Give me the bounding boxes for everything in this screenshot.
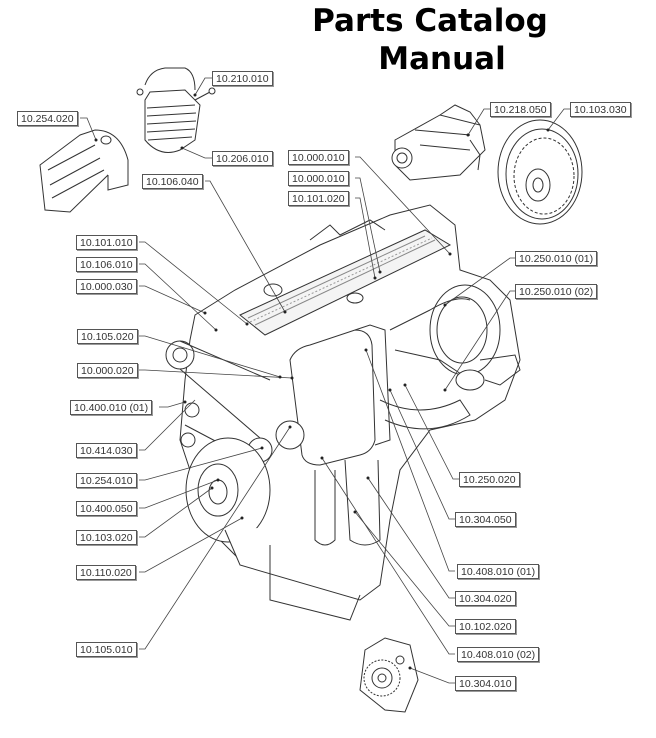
callout-10000010-a[interactable]: 10.000.010	[288, 150, 349, 165]
callout-10101020[interactable]: 10.101.020	[288, 191, 349, 206]
callout-10414030[interactable]: 10.414.030	[76, 443, 137, 458]
leader-10103020	[139, 487, 213, 538]
water-pump-part	[359, 637, 419, 713]
leader-10408010-02	[321, 457, 455, 655]
callout-10304050[interactable]: 10.304.050	[455, 512, 516, 527]
leader-10103030	[547, 108, 570, 131]
leader-10206010	[181, 147, 212, 159]
callout-10105010[interactable]: 10.105.010	[76, 642, 137, 657]
callout-10304020[interactable]: 10.304.020	[455, 591, 516, 606]
callout-10304010[interactable]: 10.304.010	[455, 676, 516, 691]
leader-10105020	[139, 335, 281, 378]
leader-10304050	[389, 389, 455, 520]
callout-10000020[interactable]: 10.000.020	[77, 363, 138, 378]
callout-10206010[interactable]: 10.206.010	[212, 151, 273, 166]
leader-10408010-01	[365, 349, 455, 572]
callout-10000010-b[interactable]: 10.000.010	[288, 171, 349, 186]
leader-10000010b	[355, 177, 381, 273]
leader-10254010	[139, 447, 263, 481]
leader-10250010-01	[444, 257, 515, 306]
callout-10102020[interactable]: 10.102.020	[455, 619, 516, 634]
leader-10254020	[80, 117, 97, 141]
fuel-injection-pump-part	[391, 104, 486, 181]
leader-10106040	[205, 180, 286, 313]
leader-10106010	[139, 263, 217, 331]
oil-filter-cooler-part	[136, 67, 216, 153]
flywheel-part	[497, 119, 583, 225]
callout-10110020[interactable]: 10.110.020	[76, 565, 136, 580]
callout-10400010-01[interactable]: 10.400.010 (01)	[70, 400, 153, 415]
leader-10101010	[139, 241, 248, 325]
leader-10400010-01	[159, 401, 186, 408]
callout-10250010-01[interactable]: 10.250.010 (01)	[515, 251, 598, 266]
callout-10000030[interactable]: 10.000.030	[76, 279, 137, 294]
leader-lines	[80, 77, 570, 684]
callout-10106010[interactable]: 10.106.010	[76, 257, 137, 272]
leader-10110020	[139, 517, 243, 573]
air-filter-housing-part	[39, 129, 129, 213]
callout-10103030[interactable]: 10.103.030	[570, 102, 631, 117]
callout-10400050[interactable]: 10.400.050	[76, 501, 137, 516]
leader-10102020	[354, 511, 455, 627]
leader-10000030	[139, 285, 206, 314]
callout-10254020[interactable]: 10.254.020	[17, 111, 78, 126]
title-line-2: Manual	[378, 41, 506, 77]
page-title: Parts Catalog Manual	[300, 2, 560, 78]
leader-10105010	[139, 426, 291, 650]
title-line-1: Parts Catalog	[312, 3, 548, 39]
callout-10103020[interactable]: 10.103.020	[76, 530, 137, 545]
callout-10250020[interactable]: 10.250.020	[459, 472, 520, 487]
callout-10408010-01[interactable]: 10.408.010 (01)	[457, 564, 540, 579]
leader-10414030	[139, 399, 196, 451]
engine-block-part	[165, 204, 521, 621]
callout-10250010-02[interactable]: 10.250.010 (02)	[515, 284, 598, 299]
leader-10101020	[355, 197, 376, 279]
leader-10000020	[139, 369, 293, 379]
leader-10400050	[139, 479, 219, 509]
callout-10106040[interactable]: 10.106.040	[142, 174, 203, 189]
callout-10254010[interactable]: 10.254.010	[76, 473, 137, 488]
callout-10105020[interactable]: 10.105.020	[77, 329, 138, 344]
leader-10304020	[367, 477, 455, 599]
callout-10210010[interactable]: 10.210.010	[212, 71, 273, 86]
leader-10000010a	[355, 156, 451, 255]
leader-10210010	[194, 77, 212, 96]
leader-10304010	[409, 667, 455, 684]
leader-10250010-02	[444, 290, 515, 391]
callout-10101010[interactable]: 10.101.010	[76, 235, 137, 250]
callout-10408010-02[interactable]: 10.408.010 (02)	[457, 647, 540, 662]
leader-dots	[94, 93, 550, 670]
leader-10250020	[404, 384, 459, 480]
callout-10218050[interactable]: 10.218.050	[490, 102, 551, 117]
leader-10218050	[467, 108, 490, 136]
